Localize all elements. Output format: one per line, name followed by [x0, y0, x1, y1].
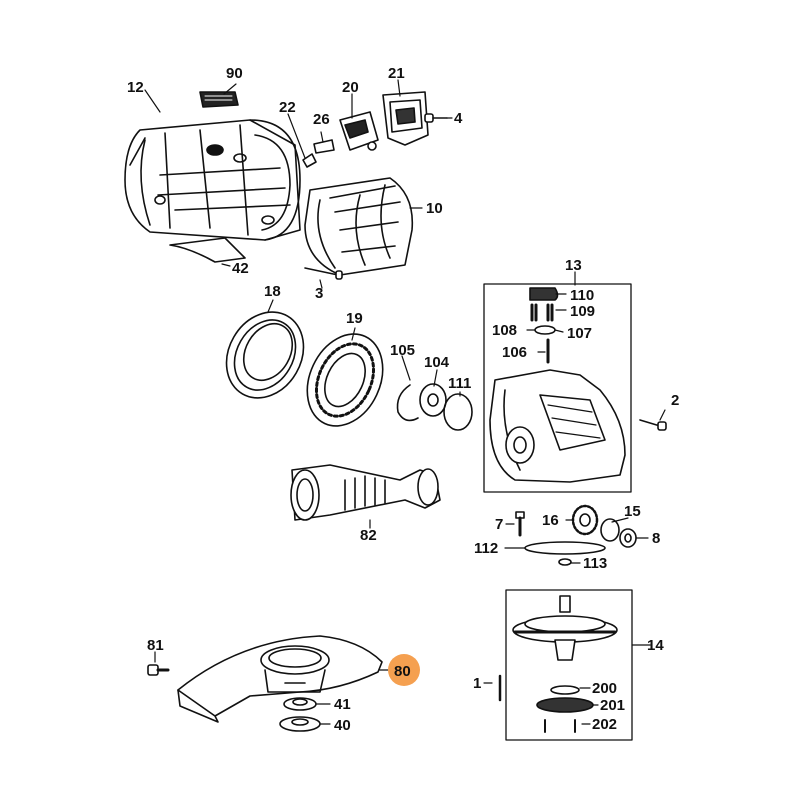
label-82: 82 [360, 527, 377, 544]
highlight-badge [388, 654, 420, 686]
label-22: 22 [279, 99, 296, 116]
label-40: 40 [334, 717, 351, 734]
label-109: 109 [570, 303, 595, 320]
leader-lines [144, 79, 666, 725]
label-12: 12 [127, 79, 144, 96]
label-111: 111 [448, 375, 471, 392]
label-42: 42 [232, 260, 249, 277]
flange-part-41 [283, 697, 317, 711]
highlight-80[interactable]: 80 [388, 654, 420, 686]
part-labels: 90 12 20 21 22 26 4 10 42 3 13 110 109 1… [127, 65, 679, 734]
small-part-22 [302, 153, 317, 168]
gear-case-box [483, 283, 632, 493]
label-4: 4 [454, 110, 463, 127]
o-ring-part-112 [524, 541, 606, 555]
nut-part-40 [279, 716, 321, 732]
label-18: 18 [264, 283, 281, 300]
guard-part-80 [177, 635, 383, 723]
nut-part-8 [619, 528, 637, 548]
label-1: 1 [473, 675, 481, 692]
label-3: 3 [315, 285, 323, 302]
clip-part-90 [199, 91, 239, 108]
label-106: 106 [502, 344, 527, 361]
label-113: 113 [583, 555, 607, 572]
snap-ring-part-105 [396, 384, 419, 422]
small-part-26 [313, 139, 335, 154]
gear-part-15 [600, 518, 620, 542]
ring-part-18 [225, 311, 305, 399]
o-ring-part-111 [443, 393, 473, 431]
label-80: 80 [394, 663, 411, 680]
label-90: 90 [226, 65, 243, 82]
label-201: 201 [600, 697, 625, 714]
rotor-ring-part-19 [306, 333, 384, 427]
bearing-part-104 [419, 383, 447, 417]
screw-part-7 [515, 511, 525, 537]
spindle-assembly-box [505, 589, 633, 741]
label-20: 20 [342, 79, 359, 96]
screw-part-3 [304, 267, 343, 280]
screw-part-81 [147, 664, 170, 676]
label-200: 200 [592, 680, 617, 697]
label-108: 108 [492, 322, 517, 339]
label-81: 81 [147, 637, 164, 654]
label-26: 26 [313, 111, 330, 128]
label-14: 14 [647, 637, 664, 654]
label-202: 202 [592, 716, 617, 733]
label-16: 16 [542, 512, 559, 529]
label-sheet-part [169, 237, 246, 263]
bearing-part-16 [571, 504, 599, 536]
small-part-113 [558, 558, 572, 566]
screw-part-2 [639, 419, 667, 431]
label-7: 7 [495, 516, 503, 533]
label-112: 112 [474, 540, 498, 557]
label-10: 10 [426, 200, 443, 217]
cover-plate-part-21 [382, 91, 429, 146]
motor-housing-part [124, 119, 301, 241]
label-13: 13 [565, 257, 582, 274]
label-21: 21 [388, 65, 405, 82]
stator-part-10 [304, 177, 414, 276]
label-2: 2 [671, 392, 679, 409]
label-104: 104 [424, 354, 450, 371]
label-110: 110 [570, 287, 594, 304]
label-107: 107 [567, 325, 592, 342]
handle-part-82 [290, 464, 441, 521]
switch-part-20 [339, 111, 379, 151]
screw-part-4 [424, 113, 448, 123]
label-15: 15 [624, 503, 641, 520]
label-41: 41 [334, 696, 351, 713]
label-8: 8 [652, 530, 660, 547]
label-19: 19 [346, 310, 363, 327]
label-105: 105 [390, 342, 415, 359]
